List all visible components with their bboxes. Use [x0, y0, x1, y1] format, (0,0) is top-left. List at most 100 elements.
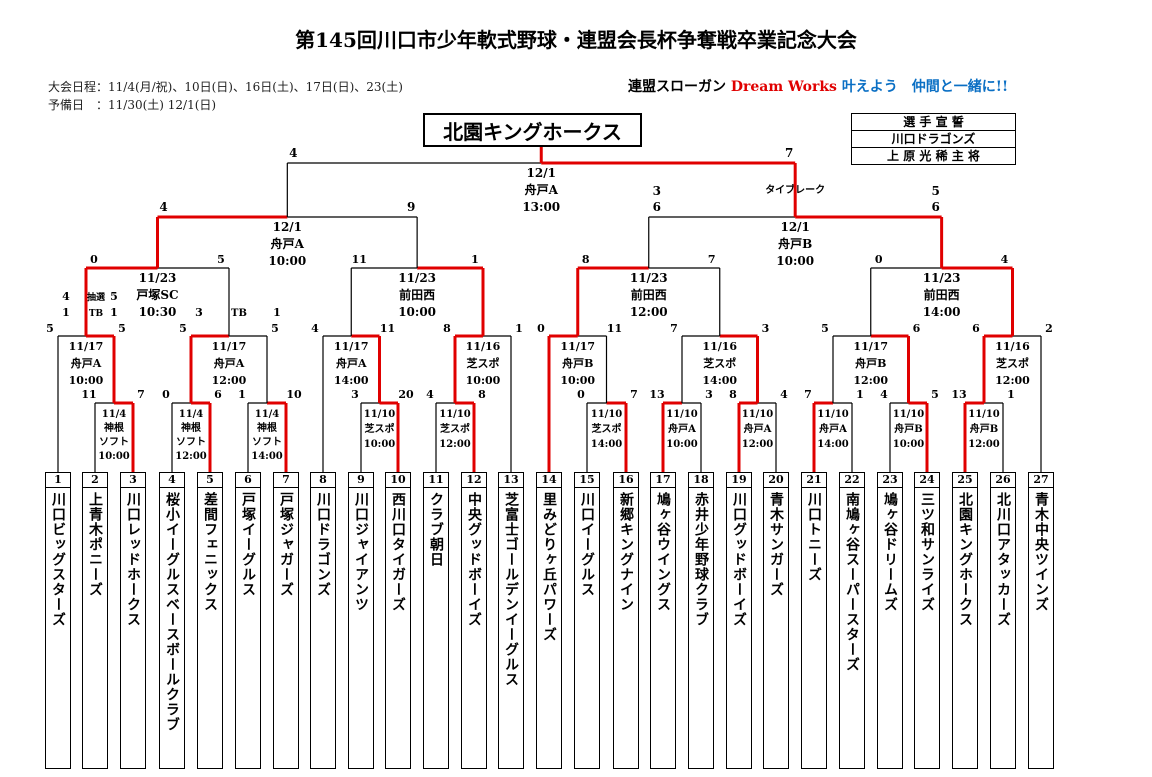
r2-score-left: 5 [821, 322, 829, 335]
r1-match-info: 14:00 [817, 439, 849, 450]
team-name: 鳩ヶ谷ウイングス [655, 492, 671, 612]
sf-match-info: 12/1 [780, 220, 809, 234]
team-name: 青木中央ツインズ [1033, 492, 1049, 612]
r1-match-info: 11/10 [666, 409, 698, 420]
r1-score-right: 20 [398, 388, 414, 401]
pledge-team: 川口ドラゴンズ [852, 131, 1015, 148]
sf-score-left: 3 [653, 184, 661, 198]
pledge-title: 選 手 宣 誓 [852, 114, 1015, 131]
r2-match-info: 11/16 [466, 340, 501, 353]
r1-score-left: 1 [238, 388, 246, 401]
r2-match-info: 舟戸B [562, 356, 593, 370]
r1-match-info: 舟戸B [970, 422, 998, 435]
r2-score-right: 1 [515, 322, 523, 335]
team-name: 北川口アタッカーズ [995, 492, 1011, 627]
team-10: 10 西川口タイガーズ [385, 472, 411, 769]
r2-match-info: 芝スポ [703, 356, 736, 370]
team-name: 川口ビッグスターズ [50, 492, 66, 627]
slogan-dream: Dream Works [730, 79, 837, 95]
team-name: 川口ドラゴンズ [315, 492, 331, 597]
r1-match-info: 神根 [104, 421, 124, 434]
team-name: 赤井少年野球クラブ [693, 492, 709, 627]
r1-match-info: 11/10 [817, 409, 849, 420]
r1-match-info: 10:00 [666, 439, 698, 450]
r1-match-info: 12:00 [968, 439, 1000, 450]
slogan-rest: 叶えよう 仲間と一緒に!! [841, 79, 1009, 95]
final-match-info: 舟戸A [525, 182, 559, 197]
r2-match-info: 舟戸A [336, 356, 367, 370]
r3-match-info: 14:00 [923, 305, 961, 319]
r1-match-info: 12:00 [175, 451, 207, 462]
team-name: 川口イーグルス [579, 492, 595, 597]
r1-match-info: 芝スポ [365, 422, 395, 435]
r2-score-right: 11 [607, 322, 622, 335]
r1-score-left: 13 [951, 388, 966, 401]
r2-match-info: 12:00 [995, 374, 1030, 387]
r2-score-left: 5 [46, 322, 54, 335]
r1-score-right: 10 [286, 388, 302, 401]
r1-match-info: 舟戸A [819, 422, 847, 435]
team-number: 10 [386, 473, 410, 488]
r2-score-left: 4 [311, 322, 319, 335]
team-number: 7 [274, 473, 298, 488]
slogan-prefix: 連盟スローガン [628, 79, 726, 95]
r3-score-right: 1 [471, 253, 479, 266]
team-number: 19 [727, 473, 751, 488]
team-number: 11 [424, 473, 448, 488]
r2-score-left: 5 [179, 322, 187, 335]
team-name: 新郷キングナイン [618, 492, 634, 612]
team-name: 里みどりヶ丘パワーズ [541, 492, 557, 642]
lottery-score: 1 [273, 306, 281, 319]
team-name: クラブ朝日 [428, 492, 444, 567]
team-name: 西川口タイガーズ [390, 492, 406, 612]
team-11: 11 クラブ朝日 [423, 472, 449, 769]
r3-score-right: 5 [217, 253, 225, 266]
team-21: 21 川口トニーズ [801, 472, 827, 769]
lottery-score: 3 [195, 306, 203, 319]
r1-match-info: ソフト [176, 436, 206, 448]
r1-match-info: 14:00 [251, 451, 283, 462]
team-name: 川口トニーズ [806, 492, 822, 582]
team-name: 川口グッドボーイズ [731, 492, 747, 627]
sf-match-info: 舟戸B [778, 236, 812, 251]
r1-score-left: 4 [426, 388, 434, 401]
r1-match-info: 舟戸B [894, 422, 922, 435]
r2-match-info: 10:00 [560, 374, 595, 387]
r3-score-right: 7 [708, 253, 716, 266]
r1-score-left: 3 [351, 388, 359, 401]
r1-match-info: 10:00 [364, 439, 396, 450]
r1-match-info: 神根 [257, 421, 277, 434]
team-number: 20 [764, 473, 788, 488]
r2-score-right: 11 [380, 322, 395, 335]
team-number: 1 [46, 473, 70, 488]
r1-score-left: 13 [649, 388, 664, 401]
team-number: 21 [802, 473, 826, 488]
team-1: 1 川口ビッグスターズ [45, 472, 71, 769]
r2-score-right: 3 [762, 322, 770, 335]
r2-match-info: 11/17 [69, 340, 104, 353]
r1-score-left: 0 [577, 388, 585, 401]
team-name: 差間フェニックス [202, 492, 218, 612]
r2-match-info: 11/16 [995, 340, 1030, 353]
sf-score-left: 4 [159, 200, 167, 214]
team-number: 9 [349, 473, 373, 488]
r2-match-info: 11/17 [334, 340, 369, 353]
r2-match-info: 12:00 [853, 374, 888, 387]
sf-match-info: 舟戸A [271, 236, 305, 251]
r1-match-info: ソフト [99, 436, 129, 448]
team-number: 23 [878, 473, 902, 488]
lottery-score: 1 [62, 306, 70, 319]
schedule-dates: 大会日程：11/4(月/祝)、10日(日)、16日(土)、17日(日)、23(土… [48, 80, 403, 94]
team-name: 鳩ヶ谷ドリームズ [882, 492, 898, 612]
r2-match-info: 10:00 [466, 374, 501, 387]
r1-score-right: 4 [780, 388, 788, 401]
r2-score-right: 5 [118, 322, 126, 335]
r1-match-info: 舟戸A [744, 422, 772, 435]
team-number: 13 [499, 473, 523, 488]
r1-match-info: 11/10 [968, 409, 1000, 420]
